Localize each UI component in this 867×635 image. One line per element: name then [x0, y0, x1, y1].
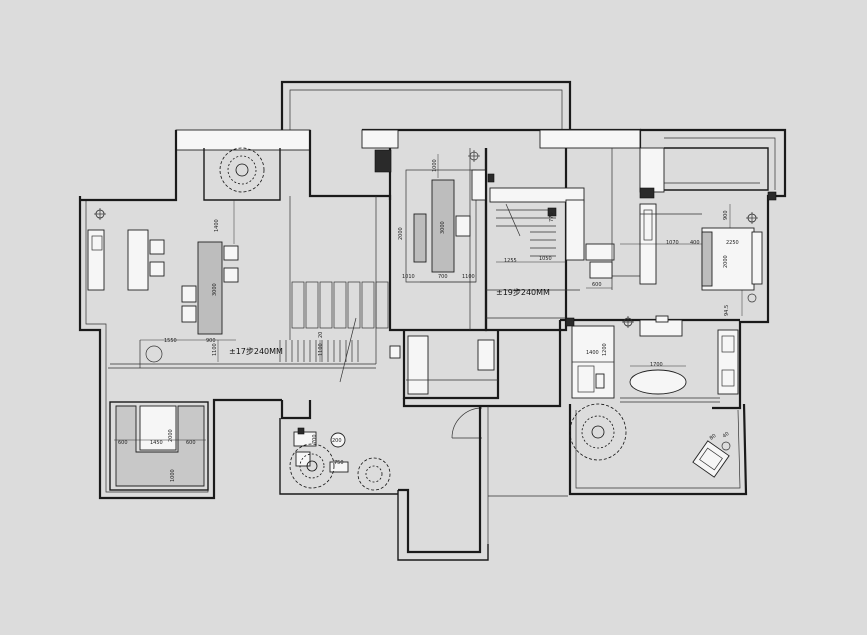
plant-courtyard-2 [357, 457, 391, 491]
study-dim-2000: 2000 [398, 227, 404, 240]
stair-landing-1255: 1255 [504, 258, 517, 264]
bath-dim-1400: 1400 [586, 350, 599, 356]
bed-dim-1070: 1070 [666, 240, 679, 246]
stair-top-770: 770 [549, 212, 555, 222]
study-dim-1000: 1000 [432, 159, 438, 172]
pool-chain-1450: 1450 [150, 440, 163, 446]
dimension-labels: ±17步240MM ±19步240MM 1400 3000 1550 900 1… [118, 159, 739, 482]
top-terrace [175, 80, 572, 151]
kitchen-dim-3000: 3000 [212, 283, 218, 296]
lounge-dim-40: 40 [722, 431, 731, 440]
plant-garden [569, 403, 627, 461]
closet-dim-600: 600 [592, 282, 602, 288]
courtyard-zone [293, 427, 349, 473]
yard-dim-700: 700 [312, 434, 318, 444]
study-dim-3000: 3000 [440, 221, 446, 234]
study-chain-1100: 1100 [462, 274, 475, 280]
bed-dim-900: 900 [723, 210, 729, 220]
stair-dim-1100: 1100 [318, 343, 324, 356]
bed-dim-2000: 2000 [723, 255, 729, 268]
section-markers [94, 150, 758, 328]
study-chain-700: 700 [438, 274, 448, 280]
stair-left [279, 281, 389, 383]
stair-landing-1050: 1050 [539, 256, 552, 262]
stair-core [484, 148, 615, 332]
plant-top [219, 147, 265, 193]
kitchen-chain-1100: 1100 [212, 343, 218, 356]
stair-note-19: ±19步240MM [496, 288, 550, 297]
kitchen-chain-900: 900 [206, 338, 216, 344]
stair-note-17: ±17步240MM [229, 347, 283, 356]
tub-dim-1700: 1700 [650, 362, 663, 368]
kitchen-chain-1550: 1550 [164, 338, 177, 344]
study-zone [374, 148, 488, 332]
bed-dim-400: 400 [690, 240, 700, 246]
plant-courtyard-1 [289, 443, 335, 489]
pool-chain-600-left: 600 [118, 440, 128, 446]
lounge-chair [692, 440, 731, 478]
lounge-dim-80: 80 [709, 433, 718, 442]
outer-walls [78, 128, 787, 500]
pool-zone [109, 401, 209, 491]
bed-dim-2250: 2250 [726, 240, 739, 246]
yard-dim-200: 200 [332, 438, 342, 444]
bathroom-zone [560, 315, 740, 403]
bed-dim-94-5: 94.5 [724, 305, 730, 316]
stair-dim-20: 20 [318, 332, 324, 338]
kitchen-dim-1400: 1400 [214, 219, 220, 232]
pool-chain-600-right: 600 [186, 440, 196, 446]
yard-dim-750: 750 [334, 460, 344, 466]
pool-side-1000: 1000 [170, 469, 176, 482]
closet-zone [586, 147, 665, 290]
bedroom-zone [620, 191, 777, 327]
kitchen-zone [87, 196, 377, 369]
study-chain-1010: 1010 [402, 274, 415, 280]
pool-side-2000: 2000 [168, 429, 174, 442]
bath-dim-1200: 1200 [602, 343, 608, 356]
living-zone [279, 320, 568, 561]
